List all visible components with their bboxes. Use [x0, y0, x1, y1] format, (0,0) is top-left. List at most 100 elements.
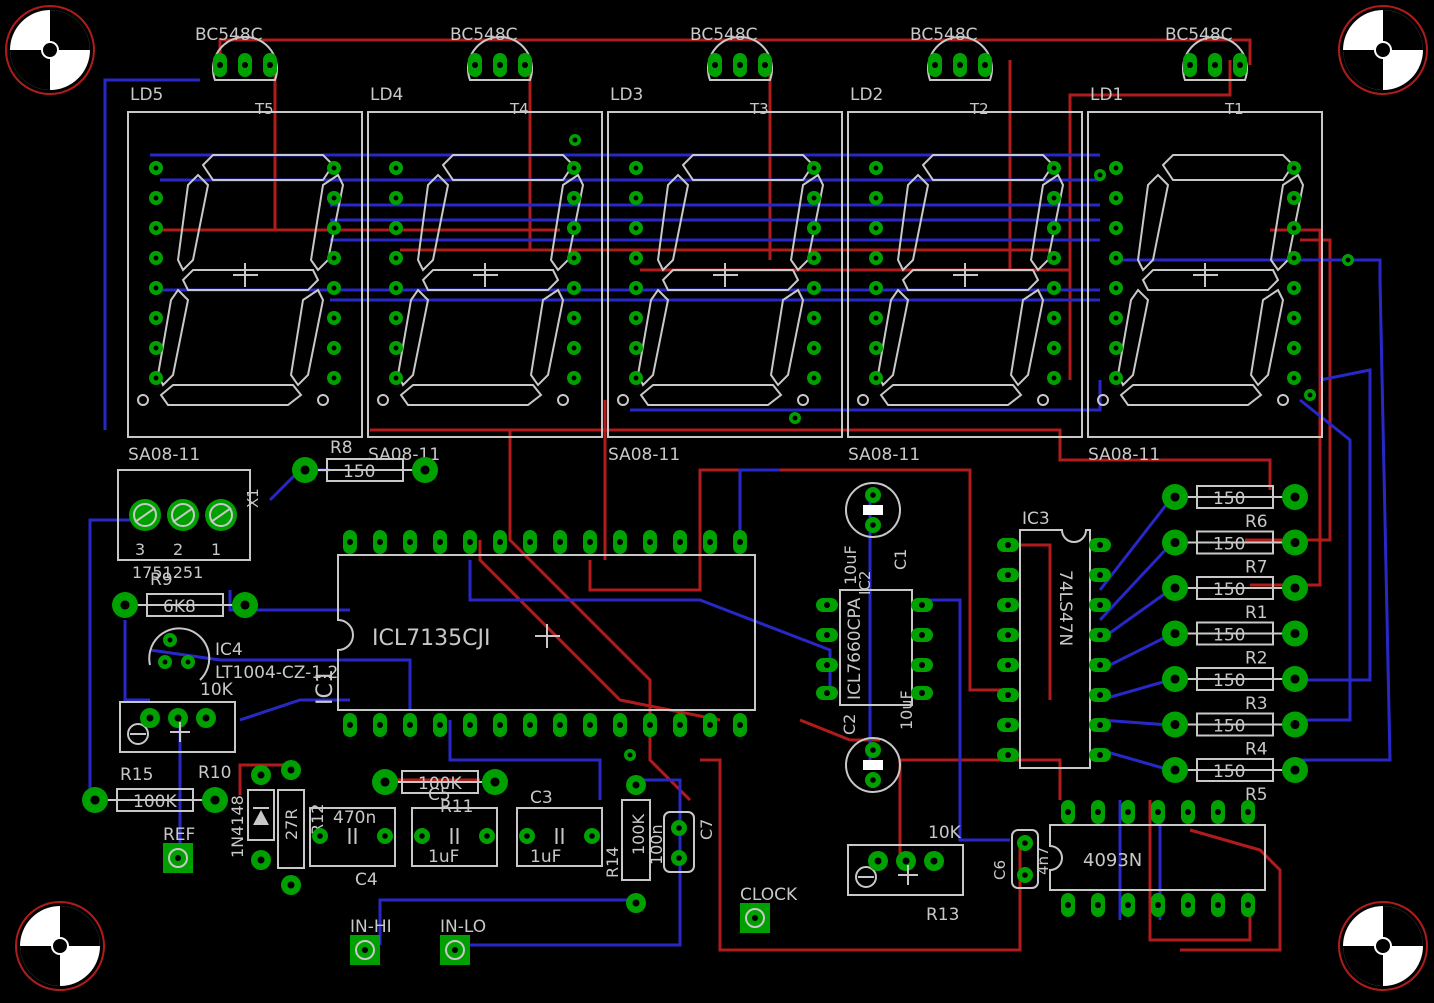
pot-value-label: 10K [928, 823, 962, 843]
ic5-pin [1181, 800, 1195, 824]
resistor-pad [1162, 529, 1188, 556]
pot-ref-label: R10 [198, 763, 231, 783]
cap-ref-label: C6 [991, 860, 1009, 880]
resistor-pad [1162, 711, 1188, 738]
display-pin [1109, 161, 1123, 175]
components-layer: BC548CT5BC548CT4BC548CT3BC548CT2BC548CT1… [82, 25, 1354, 965]
ic3-pin [1089, 628, 1111, 642]
pot-pin [868, 851, 888, 871]
ic1-pin [643, 530, 657, 554]
display-pin [629, 191, 643, 205]
resistor-value-label: 150 [1213, 580, 1245, 600]
display-pin [149, 161, 163, 175]
cap-pad [519, 828, 535, 844]
transistor-part-label: BC548C [195, 25, 263, 45]
resistor-value-label: 100K [418, 774, 462, 794]
ic1-pin [523, 530, 537, 554]
transistor-part-label: BC548C [450, 25, 518, 45]
resistor-pad [482, 769, 508, 795]
display-pin [389, 161, 403, 175]
cap-value-label: 10uF [897, 690, 916, 730]
display-pin [567, 341, 581, 355]
ic3-pin [997, 688, 1019, 702]
transistor-ref-label: T2 [969, 100, 989, 118]
ic2-pin [911, 686, 933, 700]
transistor-pin [1208, 53, 1222, 77]
ic3-pin [997, 718, 1019, 732]
display-pin [149, 191, 163, 205]
cap-ref-label: C1 [891, 549, 910, 570]
resistor-pad [1282, 575, 1308, 601]
ic4-pin [163, 633, 177, 647]
ic3-pin [997, 748, 1019, 762]
resistor-pad [626, 893, 646, 913]
display-pin [1287, 341, 1301, 355]
cap-pad [865, 517, 881, 533]
diode-1n4148: 1N4148 [228, 765, 275, 870]
display-pin [629, 251, 643, 265]
terminal-ref-label: X1 [244, 488, 262, 508]
display-ref-label: LD4 [370, 85, 403, 105]
display-pin [629, 371, 643, 385]
display-part-label: SA08-11 [1088, 445, 1160, 465]
resistor-pad [1282, 529, 1308, 556]
transistor-part-label: BC548C [690, 25, 758, 45]
display-pin [807, 281, 821, 295]
display-pin [389, 251, 403, 265]
ic3-pin [1089, 718, 1111, 732]
resistor-pad [281, 875, 301, 895]
cap-value-label: 10uF [841, 545, 860, 585]
transistor-part-label: BC548C [910, 25, 978, 45]
display-pin [567, 311, 581, 325]
mounting-hole-top-left [5, 5, 95, 95]
resistor-pad [412, 457, 438, 483]
test-point-label: IN-LO [440, 917, 486, 937]
via [1304, 389, 1316, 401]
transistor-pin [978, 53, 992, 77]
resistor-ref-label: R7 [1245, 558, 1268, 578]
display-pin [327, 221, 341, 235]
ic1-pin [583, 530, 597, 554]
display-pin [1047, 281, 1061, 295]
display-ref-label: LD5 [130, 85, 163, 105]
ic3-pin [1089, 598, 1111, 612]
ic3-pin [1089, 538, 1111, 552]
ic5-pin [1181, 893, 1195, 917]
ic1-pin [373, 713, 387, 737]
display-pin [869, 371, 883, 385]
display-pin [629, 161, 643, 175]
resistor-value-label: 150 [343, 462, 375, 482]
display-pin [629, 311, 643, 325]
test-point-in-hi: IN-HI [350, 917, 392, 965]
cap-value-label: 100n [647, 824, 666, 865]
cap-ref-label: C7 [697, 819, 716, 840]
ic1-pin [553, 713, 567, 737]
ic3-pin [1089, 658, 1111, 672]
via [569, 134, 581, 146]
transistor-pin [468, 53, 482, 77]
display-ref-label: LD1 [1090, 85, 1123, 105]
resistor-value-label: 150 [1213, 535, 1245, 555]
ic3-pin [1089, 748, 1111, 762]
resistor-pad [292, 457, 318, 483]
display-pin [567, 191, 581, 205]
ic5-pin [1061, 800, 1075, 824]
pot-pin [168, 708, 188, 728]
resistor-ref-label: R4 [1245, 740, 1268, 760]
cap-ref-label: C5 [428, 785, 451, 805]
ic-ic5: 4093N [1049, 800, 1266, 917]
ic5-pin [1091, 893, 1105, 917]
display-pin [149, 311, 163, 325]
pot-pin [140, 708, 160, 728]
pot-pin [924, 851, 944, 871]
resistor-value-label: 100K [133, 792, 177, 812]
resistor-ref-label: R14 [603, 847, 622, 878]
